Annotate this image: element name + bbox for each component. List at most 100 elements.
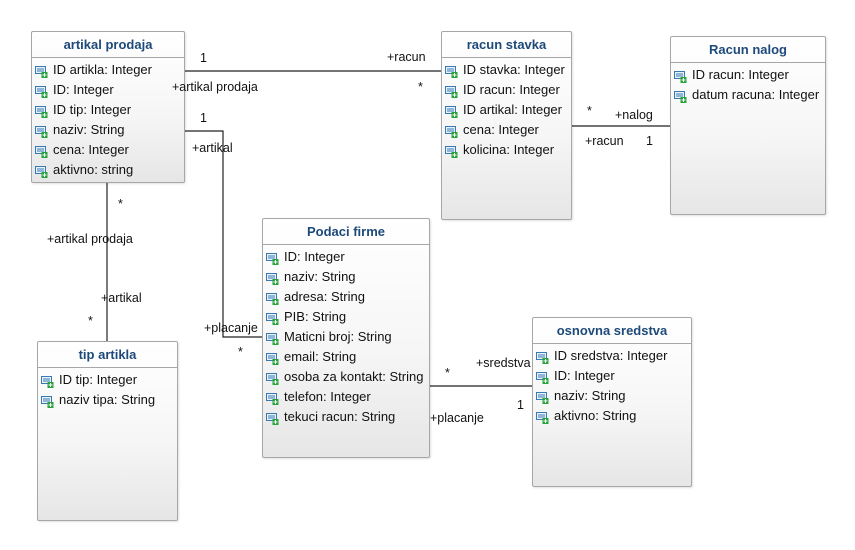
- multiplicity-label: *: [88, 314, 93, 328]
- role-label: +artikal: [101, 291, 142, 305]
- attribute-label: ID tip: Integer: [59, 372, 138, 387]
- class-racun-stavka[interactable]: racun stavka ID stavka: Integer ID racun…: [441, 31, 572, 220]
- class-racun-nalog[interactable]: Racun nalog ID racun: Integer datum racu…: [670, 36, 826, 215]
- attribute-icon: [445, 104, 458, 118]
- class-tip-artikla[interactable]: tip artikla ID tip: Integer naziv tipa: …: [37, 341, 178, 521]
- attribute-icon: [445, 144, 458, 158]
- attribute[interactable]: ID: Integer: [32, 80, 184, 100]
- multiplicity-label: *: [587, 104, 592, 118]
- attribute-icon: [35, 84, 48, 98]
- attribute-label: naziv: String: [554, 388, 626, 403]
- role-label: +artikal prodaja: [172, 80, 258, 94]
- attribute-label: ID racun: Integer: [463, 82, 560, 97]
- attribute-label: ID artikla: Integer: [53, 62, 152, 77]
- role-label: +placanje: [204, 321, 258, 335]
- attribute-icon: [266, 251, 279, 265]
- multiplicity-label: *: [238, 345, 243, 359]
- attribute[interactable]: ID artikal: Integer: [442, 100, 571, 120]
- attribute[interactable]: tekuci racun: String: [263, 407, 429, 427]
- attribute-label: cena: Integer: [53, 142, 129, 157]
- attribute-icon: [445, 64, 458, 78]
- attribute-label: Maticni broj: String: [284, 329, 392, 344]
- attribute-icon: [536, 410, 549, 424]
- attribute-label: ID sredstva: Integer: [554, 348, 668, 363]
- attribute-icon: [536, 350, 549, 364]
- attribute[interactable]: ID artikla: Integer: [32, 60, 184, 80]
- attribute[interactable]: telefon: Integer: [263, 387, 429, 407]
- role-label: +racun: [585, 134, 624, 148]
- multiplicity-label: *: [418, 80, 423, 94]
- attribute[interactable]: cena: Integer: [442, 120, 571, 140]
- attribute-label: aktivno: string: [53, 162, 134, 177]
- attribute-label: PIB: String: [284, 309, 347, 324]
- multiplicity-label: 1: [517, 398, 524, 412]
- attribute-label: tekuci racun: String: [284, 409, 396, 424]
- attribute[interactable]: adresa: String: [263, 287, 429, 307]
- association-artikal-firme-line: [185, 130, 262, 338]
- attribute-label: ID tip: Integer: [53, 102, 132, 117]
- class-title: osnovna sredstva: [533, 318, 691, 344]
- attribute-icon: [266, 391, 279, 405]
- attribute[interactable]: naziv: String: [263, 267, 429, 287]
- role-label: +placanje: [430, 411, 484, 425]
- attribute-icon: [41, 374, 54, 388]
- attribute-icon: [35, 144, 48, 158]
- attribute[interactable]: naziv: String: [533, 386, 691, 406]
- class-title: tip artikla: [38, 342, 177, 368]
- attribute-label: naziv tipa: String: [59, 392, 156, 407]
- multiplicity-label: 1: [200, 111, 207, 125]
- attribute[interactable]: email: String: [263, 347, 429, 367]
- attribute[interactable]: ID tip: Integer: [32, 100, 184, 120]
- attribute-label: datum racuna: Integer: [692, 87, 820, 102]
- attribute-icon: [266, 331, 279, 345]
- attribute-label: adresa: String: [284, 289, 365, 304]
- attribute[interactable]: ID racun: Integer: [671, 65, 825, 85]
- class-title: racun stavka: [442, 32, 571, 58]
- class-title: artikal prodaja: [32, 32, 184, 58]
- attribute-icon: [266, 291, 279, 305]
- attribute-label: cena: Integer: [463, 122, 539, 137]
- class-osnovna-sredstva[interactable]: osnovna sredstva ID sredstva: Integer ID…: [532, 317, 692, 487]
- class-podaci-firme[interactable]: Podaci firme ID: Integer naziv: String a…: [262, 218, 430, 458]
- attribute[interactable]: aktivno: string: [32, 160, 184, 180]
- attribute-icon: [674, 69, 687, 83]
- attribute-icon: [266, 411, 279, 425]
- attribute[interactable]: Maticni broj: String: [263, 327, 429, 347]
- attribute[interactable]: ID stavka: Integer: [442, 60, 571, 80]
- attribute-icon: [35, 64, 48, 78]
- attribute[interactable]: ID sredstva: Integer: [533, 346, 691, 366]
- attribute[interactable]: PIB: String: [263, 307, 429, 327]
- attribute-label: aktivno: String: [554, 408, 637, 423]
- role-label: +artikal: [192, 141, 233, 155]
- attribute[interactable]: ID: Integer: [533, 366, 691, 386]
- attribute-label: email: String: [284, 349, 357, 364]
- attribute[interactable]: ID tip: Integer: [38, 370, 177, 390]
- class-title: Racun nalog: [671, 37, 825, 63]
- attribute[interactable]: datum racuna: Integer: [671, 85, 825, 105]
- attribute[interactable]: naziv: String: [32, 120, 184, 140]
- attribute[interactable]: ID: Integer: [263, 247, 429, 267]
- attribute-label: telefon: Integer: [284, 389, 371, 404]
- attribute[interactable]: ID racun: Integer: [442, 80, 571, 100]
- attribute-label: ID racun: Integer: [692, 67, 789, 82]
- multiplicity-label: *: [445, 366, 450, 380]
- multiplicity-label: 1: [200, 51, 207, 65]
- multiplicity-label: *: [118, 197, 123, 211]
- attribute[interactable]: cena: Integer: [32, 140, 184, 160]
- attribute-icon: [445, 124, 458, 138]
- attribute-label: naziv: String: [53, 122, 125, 137]
- role-label: +artikal prodaja: [47, 232, 133, 246]
- attribute[interactable]: naziv tipa: String: [38, 390, 177, 410]
- attribute-label: osoba za kontakt: String: [284, 369, 424, 384]
- attribute-label: ID: Integer: [554, 368, 615, 383]
- attribute-icon: [674, 89, 687, 103]
- attribute[interactable]: osoba za kontakt: String: [263, 367, 429, 387]
- class-artikal-prodaja[interactable]: artikal prodaja ID artikla: Integer ID: …: [31, 31, 185, 183]
- attribute[interactable]: aktivno: String: [533, 406, 691, 426]
- attribute[interactable]: kolicina: Integer: [442, 140, 571, 160]
- attribute-label: ID: Integer: [53, 82, 114, 97]
- attribute-icon: [266, 371, 279, 385]
- attribute-icon: [41, 394, 54, 408]
- attribute-label: ID: Integer: [284, 249, 345, 264]
